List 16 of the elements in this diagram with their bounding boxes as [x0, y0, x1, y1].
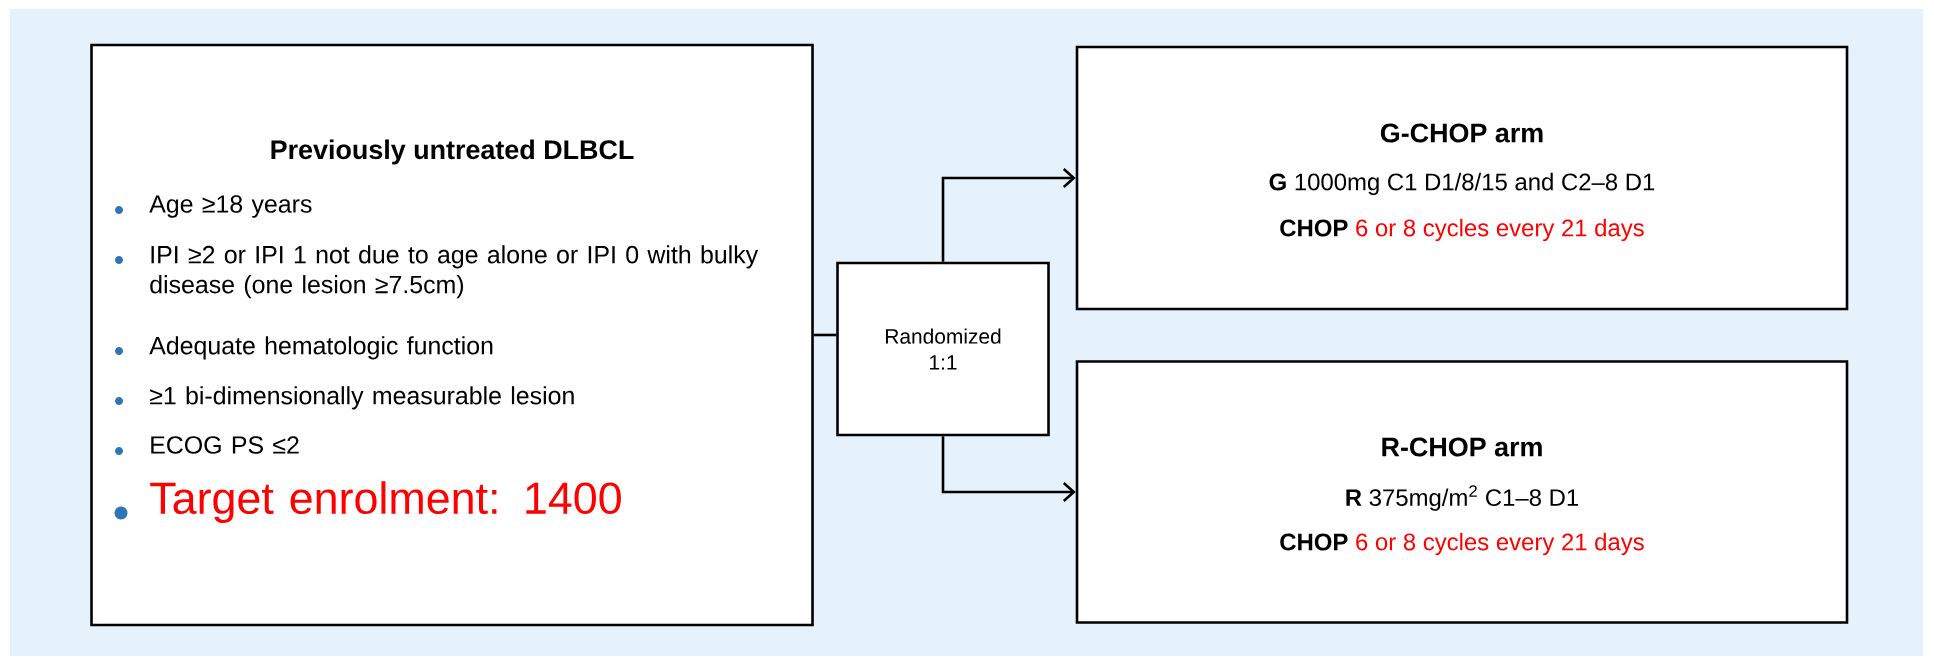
bullet-text: Target enrolment: 1400: [150, 481, 621, 523]
heading: Previously untreated DLBCL: [271, 139, 634, 165]
dosing-text: G 1000mg C1 D1/8/15 and C2–8 D1: [1269, 172, 1655, 196]
schedule-text: CHOP 6 or 8 cycles every 21 days: [1280, 218, 1644, 242]
connector-arrow: [941, 168, 1076, 262]
heading: G-CHOP arm: [1380, 123, 1543, 143]
bullet-text: ≥1 bi-dimensionally measurable lesion: [150, 386, 574, 410]
heading: R-CHOP arm: [1382, 437, 1542, 457]
bullet-text: ECOG PS ≤2: [151, 436, 299, 454]
connector-arrow: [941, 436, 1076, 502]
bullet-text: IPI ≥2 or IPI 1 not due to age alone or IPI 0 with bulky disease (one lesion ≥7.5cm): [150, 245, 759, 299]
box-label: Randomized 1:1: [886, 328, 1001, 370]
bullet-text: Age ≥18 years: [149, 195, 312, 218]
schedule-text: CHOP 6 or 8 cycles every 21 days: [1280, 532, 1644, 556]
dosing-text: R 375mg/m$^{2}$ C1–8 D1: [1346, 485, 1578, 511]
bullet-text: Adequate hematologic function: [149, 336, 493, 360]
